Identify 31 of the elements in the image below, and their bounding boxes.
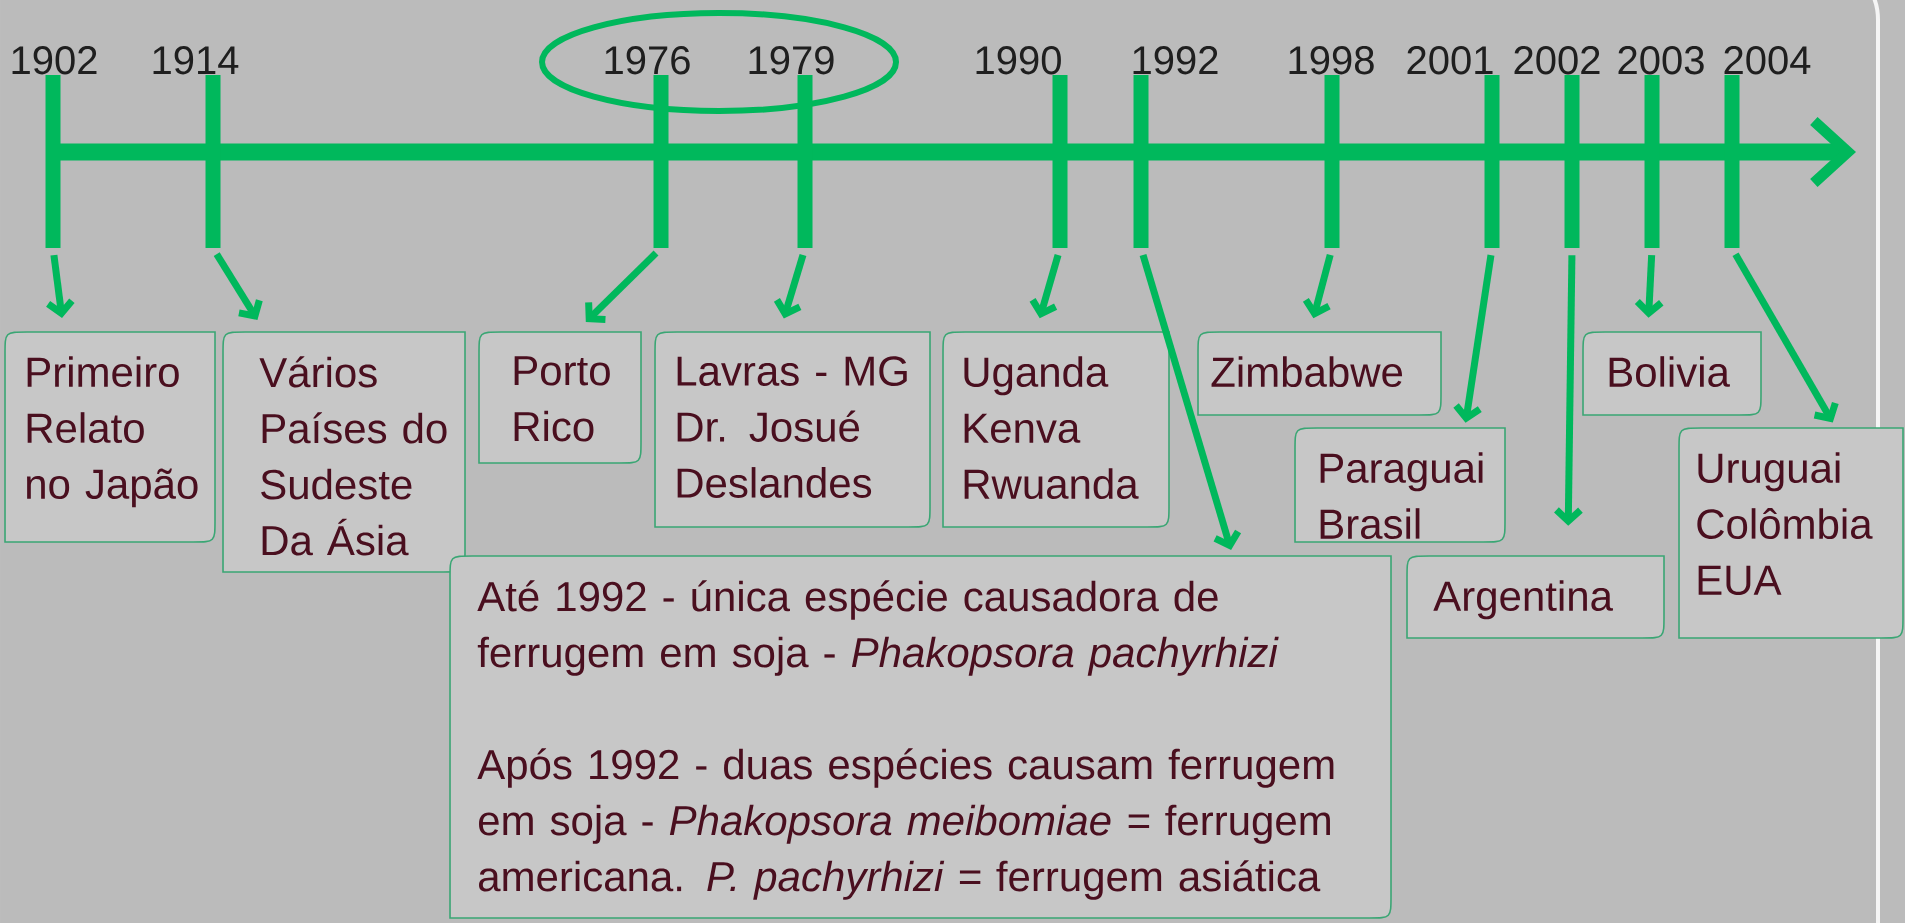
arrow (585, 250, 659, 324)
arrow (46, 254, 75, 318)
year-label: 1998 (1289, 46, 1374, 75)
text-box: Uganda Kenva Rwuanda (942, 331, 1170, 528)
year-label: 1976 (605, 46, 690, 75)
text-box: Lavras - MG Dr. Josué Deslandes (654, 331, 931, 528)
arrow (1302, 254, 1334, 319)
arrow (1029, 253, 1062, 319)
year-label: 1902 (12, 46, 97, 75)
text-box: Primeiro Relato no Japão (4, 331, 216, 543)
year-label: 1992 (1133, 46, 1218, 75)
arrow (1453, 254, 1495, 423)
year-label: 1990 (976, 46, 1061, 75)
year-label: 2004 (1724, 46, 1811, 75)
text-box: Vários Países do Sudeste Da Ásia (222, 331, 466, 573)
text-box: Porto Rico (478, 331, 642, 464)
text-box: Uruguai Colômbia EUA (1678, 427, 1904, 639)
arrow (1732, 252, 1839, 423)
arrow (1139, 253, 1242, 551)
year-label: 1914 (153, 46, 239, 75)
arrow (773, 253, 807, 319)
year-label: 2003 (1618, 46, 1704, 75)
text-box: Bolivia (1582, 331, 1762, 416)
text-box: Zimbabwe (1197, 331, 1442, 416)
year-label: 2001 (1407, 46, 1493, 75)
text-box: Até 1992 - única espécie causadora de ferrugem em soja - Phakopsora pachyrhizi Após 1992 - duas espécies causam ferrugem em soja - Phakopsora meibomiae = ferrugem americana. P. pachyrhizi = ferrugem asiática (449, 555, 1392, 919)
text-box: Argentina (1406, 555, 1665, 639)
text-box: Paraguai Brasil (1294, 427, 1506, 543)
year-label: 1979 (749, 46, 834, 75)
arrow (213, 252, 263, 320)
year-label: 2002 (1514, 46, 1600, 75)
